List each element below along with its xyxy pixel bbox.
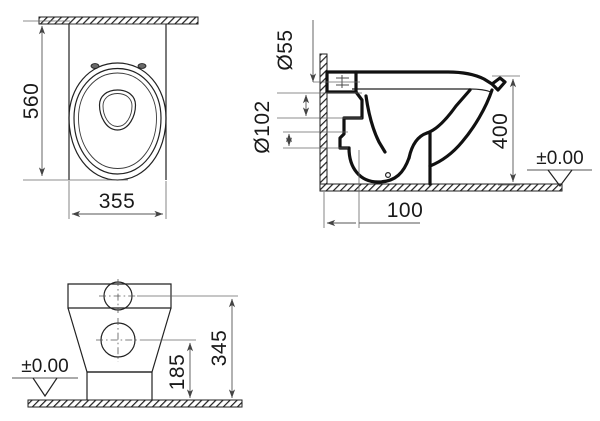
dimension-185: 185	[140, 339, 196, 398]
front-view-fixing-holes	[90, 63, 147, 69]
dimension-100: 100	[323, 150, 424, 228]
dimension-label-400: 400	[489, 113, 512, 150]
dimension-dia-55: Ø55	[274, 20, 360, 83]
dimension-label-560: 560	[20, 83, 43, 120]
front-view: 560 355	[20, 16, 199, 219]
side-section-view: Ø55 Ø102 400 100 ±0.0	[251, 20, 592, 228]
rear-view-floor	[27, 399, 243, 408]
rear-view-upper-hole	[99, 279, 137, 313]
datum-symbol-side: ±0.00	[527, 148, 592, 187]
side-view-floor	[319, 183, 563, 192]
datum-label-rear: ±0.00	[21, 356, 68, 377]
dimension-label-345: 345	[208, 330, 231, 367]
dimension-345: 345	[137, 295, 238, 398]
dimension-label-dia-102: Ø102	[251, 100, 274, 153]
rear-view: 345 185 ±0.00	[12, 279, 243, 408]
dimension-560: 560	[20, 20, 128, 181]
dimension-label-185: 185	[166, 354, 189, 391]
datum-label-side: ±0.00	[536, 148, 583, 169]
front-view-body-outline	[68, 23, 167, 180]
front-view-seat-inner-ring	[73, 67, 162, 175]
dimension-label-100: 100	[387, 199, 424, 222]
rear-view-lower-hole	[96, 318, 140, 362]
dimension-dia-102: Ø102	[251, 92, 362, 154]
datum-symbol-rear: ±0.00	[12, 356, 78, 398]
front-view-wall-band	[38, 16, 199, 25]
dimension-label-355: 355	[99, 190, 136, 213]
dimension-400: 400	[489, 75, 520, 186]
front-view-bowl-aperture	[98, 89, 137, 131]
side-view-pan-profile	[325, 70, 507, 186]
dimension-355: 355	[68, 181, 167, 219]
dimension-label-dia-55: Ø55	[274, 29, 297, 70]
